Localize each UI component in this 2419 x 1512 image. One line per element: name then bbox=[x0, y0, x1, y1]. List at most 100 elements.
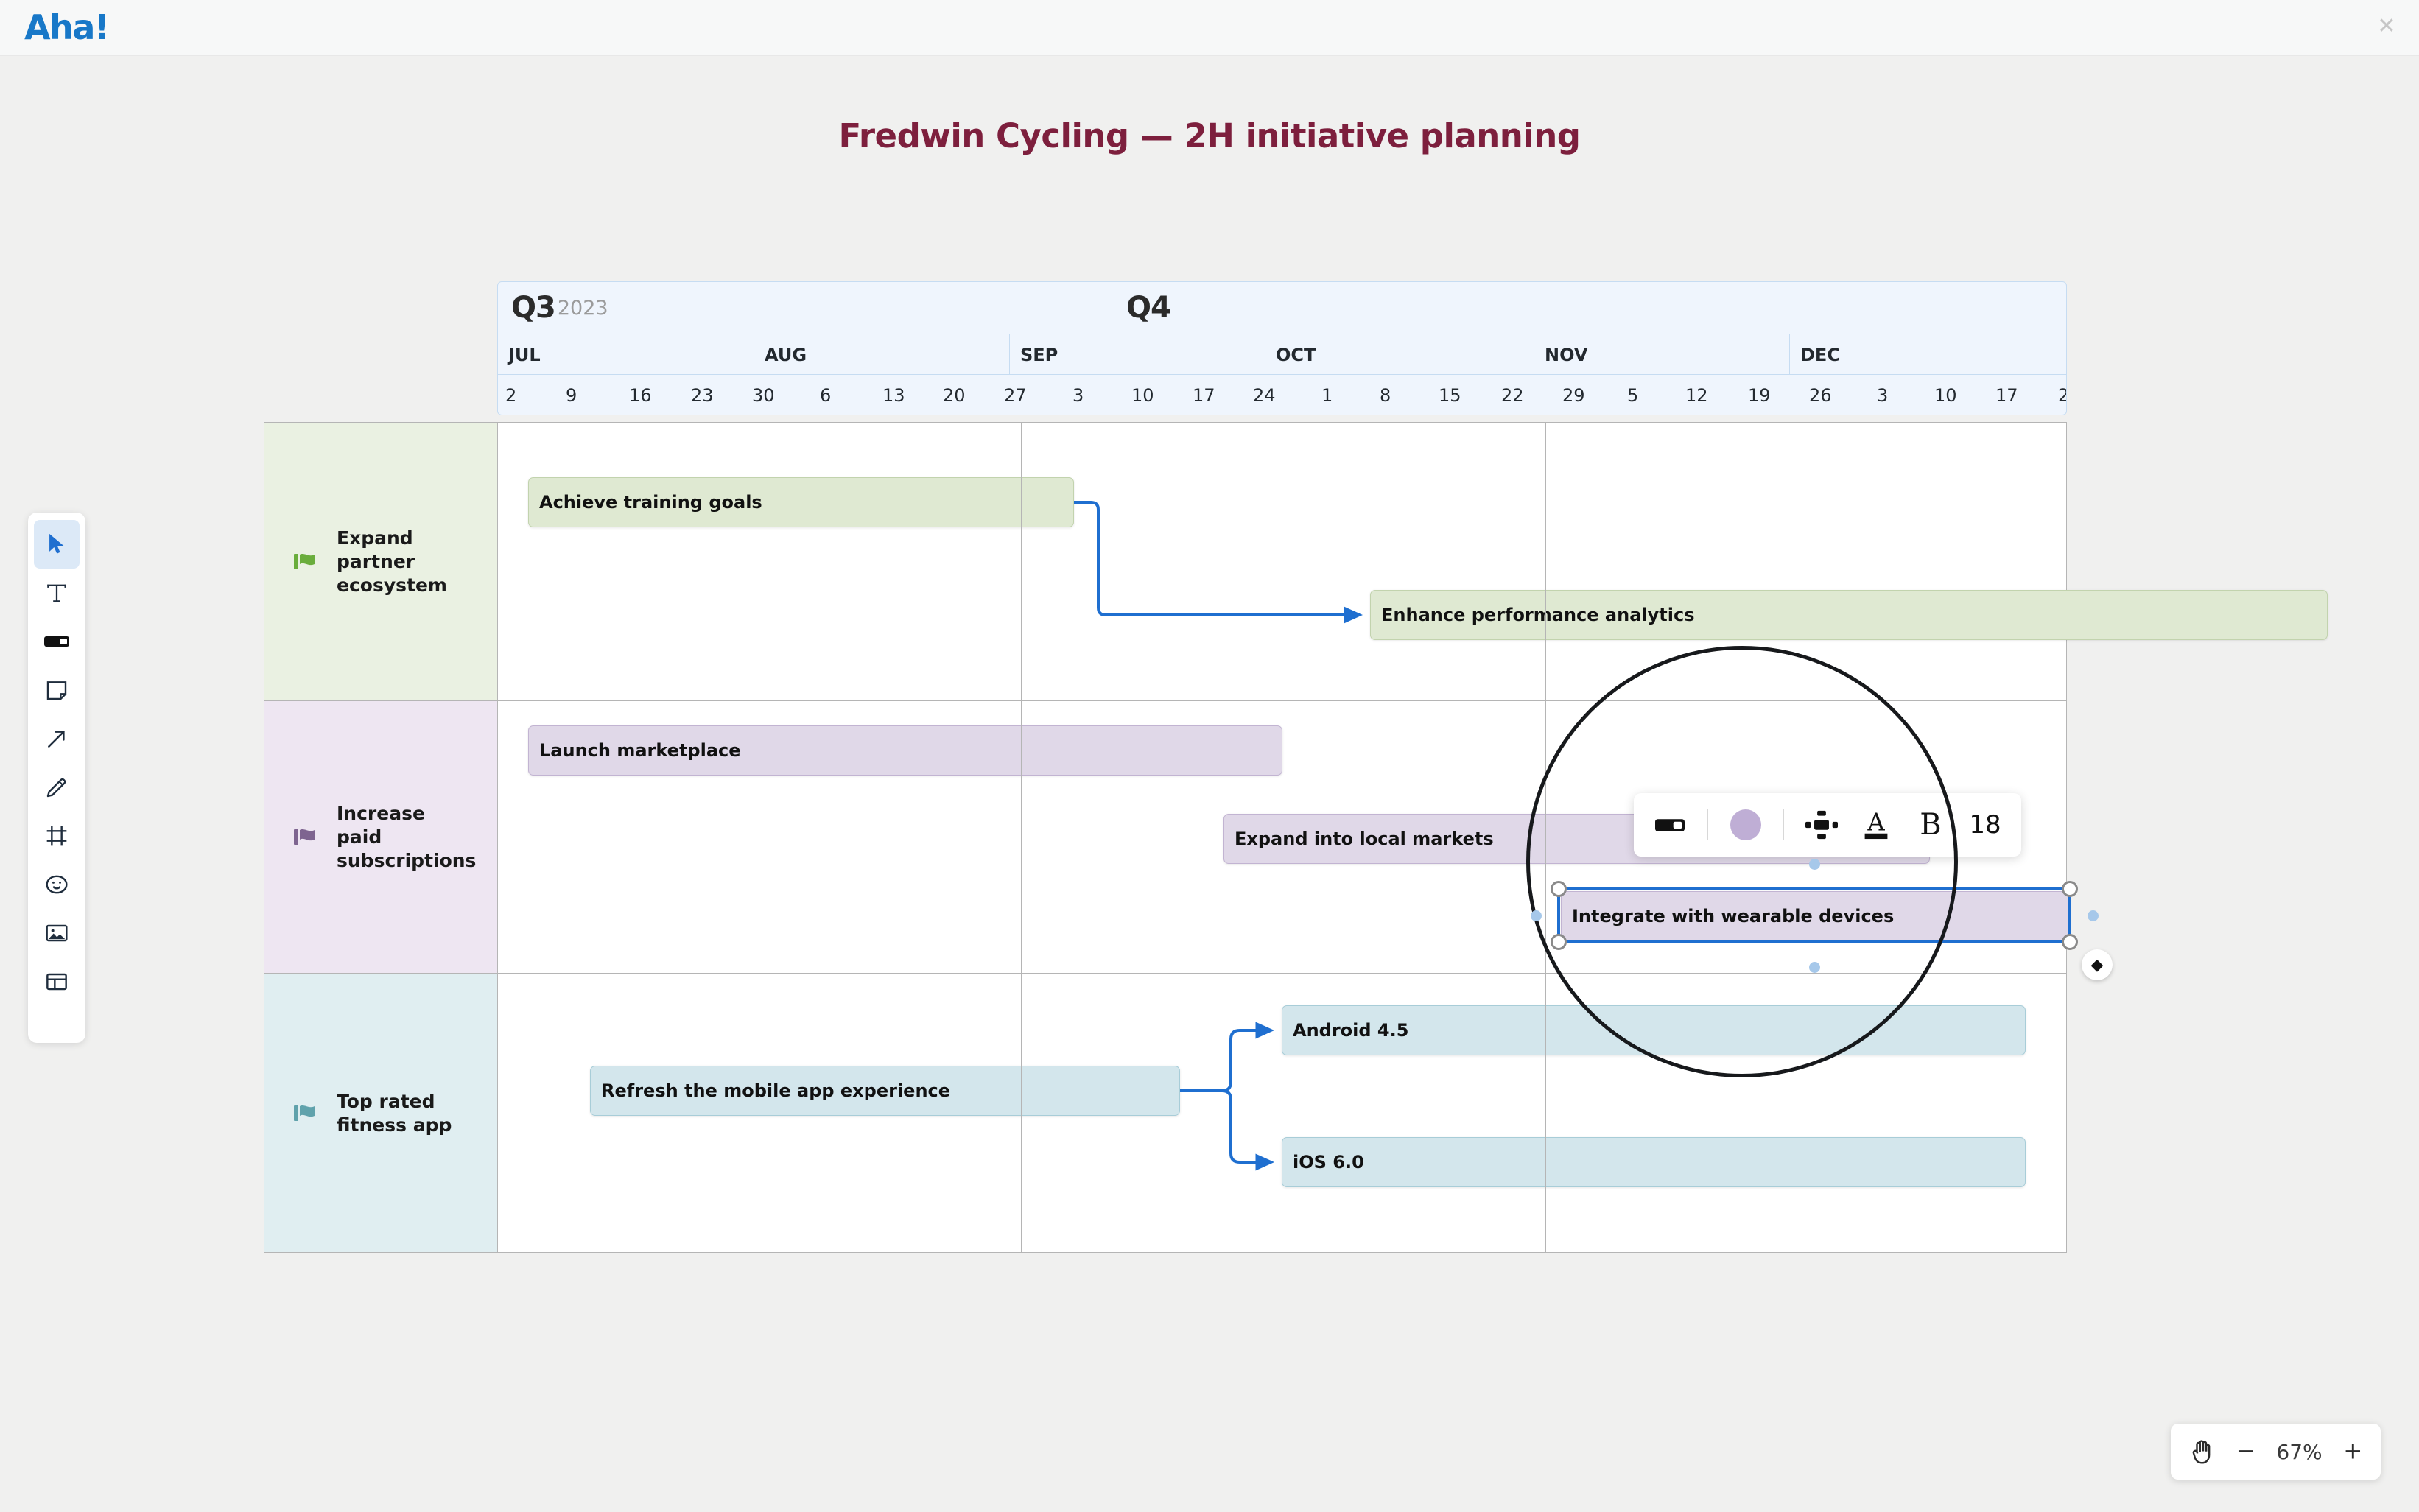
day-tick-12: 24 bbox=[1253, 385, 1276, 406]
swimlane-title: Increase paid subscriptions bbox=[337, 803, 477, 871]
day-tick-21: 26 bbox=[1809, 385, 1832, 406]
month-label-nov: NOV bbox=[1534, 334, 1789, 375]
sticky-note-tool[interactable] bbox=[34, 666, 80, 714]
page-title: Fredwin Cycling — 2H initiative planning bbox=[838, 116, 1581, 155]
timeline-bar-ios-60[interactable]: iOS 6.0 bbox=[1282, 1137, 2026, 1187]
pill-shape-tool[interactable] bbox=[34, 617, 80, 666]
zoom-control: − 67% + bbox=[2171, 1424, 2381, 1480]
swimlane-title: Top rated fitness app bbox=[337, 1090, 452, 1136]
day-tick-23: 10 bbox=[1934, 385, 1957, 406]
connect-dot-right[interactable] bbox=[2088, 910, 2099, 921]
timeline-bar-achieve-training-goals[interactable]: Achieve training goals bbox=[528, 477, 1074, 527]
handle-top-right[interactable] bbox=[2062, 881, 2078, 897]
swimlane-title: Expand partner ecosystem bbox=[337, 527, 447, 596]
month-label-sep: SEP bbox=[1009, 334, 1265, 375]
timeline-bar-launch-marketplace[interactable]: Launch marketplace bbox=[528, 725, 1282, 776]
day-tick-9: 3 bbox=[1072, 385, 1084, 406]
quarter-label-q4: Q4 bbox=[1113, 282, 2066, 334]
day-tick-13: 1 bbox=[1321, 385, 1333, 406]
zoom-out-button[interactable]: − bbox=[2237, 1435, 2255, 1468]
day-tick-5: 6 bbox=[820, 385, 832, 406]
pencil-tool[interactable] bbox=[34, 763, 80, 812]
quarter-year: 2023 bbox=[557, 296, 608, 320]
day-tick-4: 30 bbox=[752, 385, 775, 406]
quarter-name: Q3 bbox=[511, 291, 556, 325]
frame-tool[interactable] bbox=[34, 812, 80, 860]
day-tick-25: 24 bbox=[2058, 375, 2066, 415]
hand-icon[interactable] bbox=[2190, 1438, 2215, 1465]
arrow-tool[interactable] bbox=[34, 714, 80, 763]
text-color-button[interactable]: A bbox=[1859, 803, 1893, 847]
day-tick-10: 10 bbox=[1131, 385, 1154, 406]
swimlane-expand-partner-ecosystem: Expand partner ecosystem Achieve training… bbox=[264, 423, 2328, 701]
toolbar-separator-2 bbox=[1783, 809, 1784, 840]
diamond-badge-icon[interactable]: ◆ bbox=[2082, 949, 2113, 980]
day-tick-11: 17 bbox=[1193, 385, 1215, 406]
text-tool[interactable] bbox=[34, 569, 80, 617]
day-tick-3: 23 bbox=[691, 385, 714, 406]
month-label-oct: OCT bbox=[1265, 334, 1534, 375]
zoom-level-label: 67% bbox=[2276, 1439, 2323, 1464]
handle-bottom-right[interactable] bbox=[2062, 934, 2078, 950]
shape-style-button[interactable] bbox=[1653, 803, 1687, 847]
connect-dot-bottom[interactable] bbox=[1809, 962, 1820, 973]
svg-text:A: A bbox=[1867, 809, 1885, 836]
day-tick-17: 29 bbox=[1562, 385, 1585, 406]
timeline-bar-android-45[interactable]: Android 4.5 bbox=[1282, 1005, 2026, 1055]
grid-divider-1 bbox=[1545, 423, 1546, 1252]
day-tick-19: 12 bbox=[1685, 385, 1708, 406]
swimlane-label-expand-partner-ecosystem[interactable]: Expand partner ecosystem bbox=[264, 423, 498, 700]
day-tick-20: 19 bbox=[1748, 385, 1771, 406]
swimlane-label-inner: Expand partner ecosystem bbox=[264, 423, 469, 701]
day-tick-7: 20 bbox=[943, 385, 966, 406]
handle-bottom-left[interactable] bbox=[1551, 934, 1567, 950]
connect-dot-left[interactable] bbox=[1531, 910, 1542, 921]
day-tick-6: 13 bbox=[882, 385, 905, 406]
layout-tool[interactable] bbox=[34, 957, 80, 1006]
format-toolbar: A B 18 bbox=[1634, 793, 2021, 857]
font-size-button[interactable]: 18 bbox=[1969, 810, 2001, 840]
day-tick-2: 16 bbox=[629, 385, 652, 406]
day-tick-15: 15 bbox=[1439, 385, 1461, 406]
select-tool[interactable] bbox=[34, 520, 80, 569]
close-icon[interactable]: ✕ bbox=[2377, 14, 2396, 38]
swimlane-label-inner: Top rated fitness app bbox=[264, 974, 469, 1253]
image-tool[interactable] bbox=[34, 909, 80, 957]
zoom-in-button[interactable]: + bbox=[2344, 1435, 2362, 1468]
flag-icon bbox=[292, 549, 320, 574]
aha-logo: Aha! bbox=[24, 7, 110, 47]
bold-button[interactable]: B bbox=[1920, 808, 1942, 842]
timeline-bar-enhance-performance-analytics[interactable]: Enhance performance analytics bbox=[1370, 590, 2328, 640]
day-tick-18: 5 bbox=[1627, 385, 1639, 406]
timeline-bar-refresh-the-mobile-app-experience[interactable]: Refresh the mobile app experience bbox=[590, 1066, 1180, 1116]
connect-dot-top[interactable] bbox=[1809, 859, 1820, 870]
grid-divider-0 bbox=[1021, 423, 1022, 1252]
color-swatch-icon bbox=[1730, 809, 1761, 840]
month-label-aug: AUG bbox=[754, 334, 1009, 375]
smiley-icon[interactable] bbox=[34, 860, 80, 909]
day-tick-14: 8 bbox=[1380, 385, 1391, 406]
align-button[interactable] bbox=[1805, 803, 1839, 847]
quarter-name: Q4 bbox=[1126, 291, 1171, 325]
fill-color-button[interactable] bbox=[1729, 803, 1763, 847]
flag-icon bbox=[292, 1101, 320, 1126]
day-tick-22: 3 bbox=[1877, 385, 1889, 406]
timeline-bar-integrate-with-wearable-devices[interactable]: Integrate with wearable devices bbox=[1561, 891, 2069, 941]
swimlane-label-top-rated-fitness-app[interactable]: Top rated fitness app bbox=[264, 974, 498, 1252]
swimlane-label-increase-paid-subscriptions[interactable]: Increase paid subscriptions bbox=[264, 701, 498, 973]
handle-top-left[interactable] bbox=[1551, 881, 1567, 897]
day-tick-0: 2 bbox=[505, 385, 517, 406]
day-tick-8: 27 bbox=[1004, 385, 1027, 406]
top-bar: Aha! ✕ bbox=[0, 0, 2419, 56]
day-tick-16: 22 bbox=[1501, 385, 1524, 406]
month-label-jul: JUL bbox=[508, 344, 541, 365]
swimlane-label-inner: Increase paid subscriptions bbox=[264, 701, 477, 974]
toolbar-separator-1 bbox=[1707, 809, 1708, 840]
month-label-dec: DEC bbox=[1789, 334, 2066, 375]
day-tick-1: 9 bbox=[566, 385, 577, 406]
